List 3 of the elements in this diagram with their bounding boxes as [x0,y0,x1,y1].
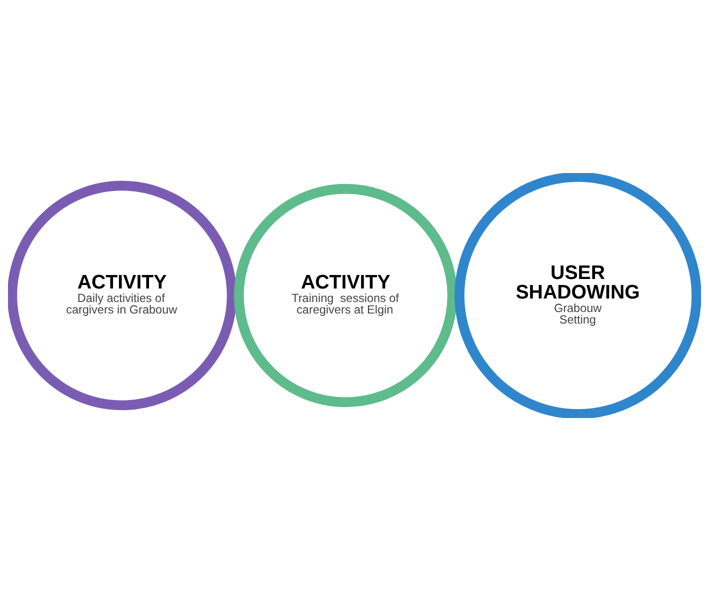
node-circle: ACTIVITY Daily activities of cargivers in Grabouw [8,180,237,410]
node-circle: USER SHADOWING Grabouw Setting [454,173,701,418]
node-circle: ACTIVITY Training sessions of caregivers at Elgin [234,184,458,408]
